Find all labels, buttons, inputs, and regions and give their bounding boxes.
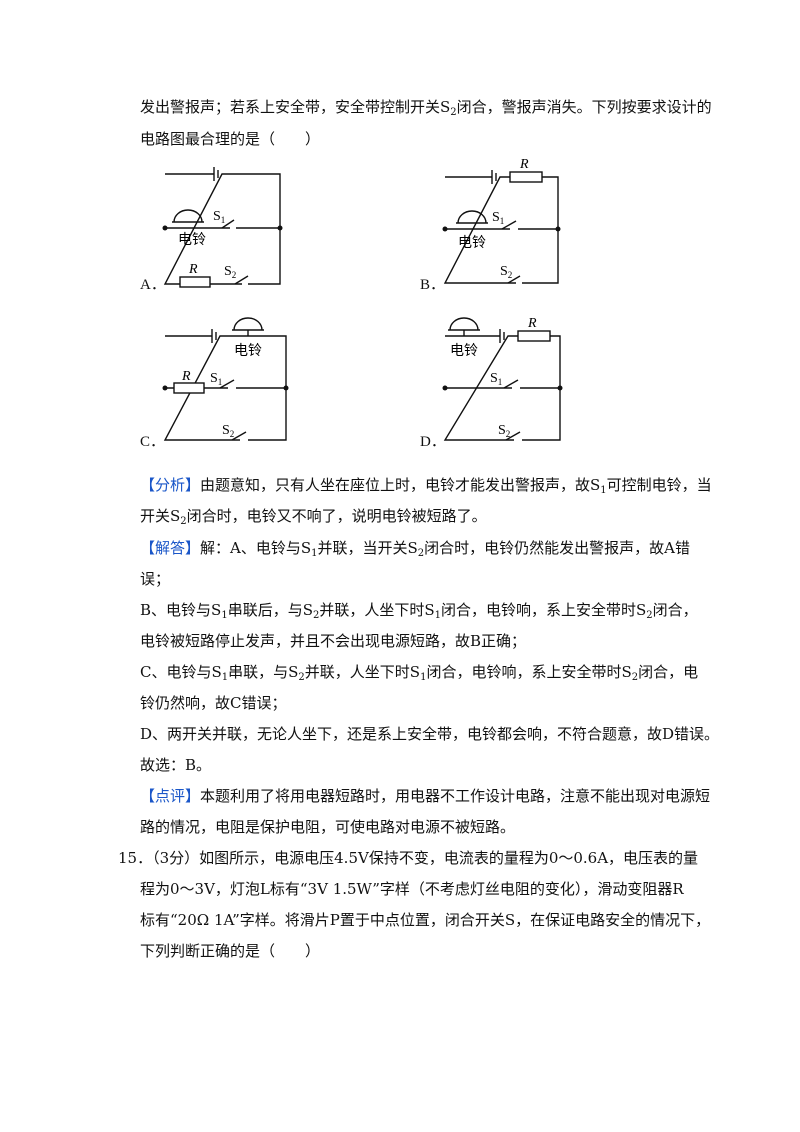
solution-c-line2: 铃仍然响，故C错误； xyxy=(140,694,287,712)
svg-text:R: R xyxy=(181,369,191,384)
svg-text:电铃: 电铃 xyxy=(234,343,262,359)
comment-tag: 【点评】 xyxy=(140,787,201,805)
solution-a-line2: 误； xyxy=(140,570,171,588)
circuit-diagram-a: 电铃 S1 R S2 xyxy=(162,167,283,288)
bell-label: 电铃 xyxy=(178,232,206,248)
svg-text:电铃: 电铃 xyxy=(458,235,486,251)
solution-d-line1: D、两开关并联，无论人坐下，还是系上安全带，电铃都会响，不符合题意，故D错误。 xyxy=(140,725,720,743)
switch-letter: S xyxy=(213,209,221,224)
solution-choice: 故选：B。 xyxy=(140,756,212,774)
svg-text:S1: S1 xyxy=(210,371,222,387)
svg-text:S2: S2 xyxy=(222,423,234,439)
svg-text:R: R xyxy=(519,157,529,172)
circuit-diagram-d: 电铃 R S1 S2 xyxy=(442,316,563,442)
q15-line1: 15．（3分）如图所示，电源电压4.5V保持不变，电流表的量程为0～0.6A，电… xyxy=(118,849,699,867)
option-b-label: B． xyxy=(420,277,446,293)
q14-line2: 电路图最合理的是（ ） xyxy=(140,130,321,148)
option-c-label: C． xyxy=(140,434,166,450)
solution-b-line1: B、电铃与S1串联后，与S2并联，人坐下时S1闭合，电铃响，系上安全带时S2闭合… xyxy=(140,601,698,621)
q14-line1: 发出警报声；若系上安全带，安全带控制开关S2闭合，警报声消失。下列按要求设计的 xyxy=(140,98,712,118)
svg-text:S2: S2 xyxy=(224,264,236,280)
svg-text:S2: S2 xyxy=(498,423,510,439)
circuit-diagram-b: R 电铃 S1 S2 xyxy=(442,157,561,285)
solution-b-line2: 电铃被短路停止发声，并且不会出现电源短路，故B正确； xyxy=(140,632,527,650)
analysis-line1: 【分析】由题意知，只有人坐在座位上时，电铃才能发出警报声，故S1可控制电铃，当 xyxy=(140,476,712,496)
svg-text:电铃: 电铃 xyxy=(450,343,478,359)
option-d-label: D． xyxy=(420,434,446,450)
solution-a-line1: 【解答】解：A、电铃与S1并联，当开关S2闭合时，电铃仍然能发出警报声，故A错 xyxy=(140,539,690,559)
svg-text:R: R xyxy=(527,316,537,331)
analysis-line2: 开关S2闭合时，电铃又不响了，说明电铃被短路了。 xyxy=(140,507,487,527)
resistor-label: R xyxy=(188,262,198,277)
analysis-tag: 【分析】 xyxy=(140,476,201,494)
option-a-label: A． xyxy=(140,277,166,293)
svg-text:S2: S2 xyxy=(500,264,512,280)
circuit-diagram-c: 电铃 R S1 S2 xyxy=(162,317,289,442)
q15-line4: 下列判断正确的是（ ） xyxy=(140,942,321,960)
svg-text:S1: S1 xyxy=(213,209,225,225)
comment-line2: 路的情况，电阻是保护电阻，可使电路对电源不被短路。 xyxy=(140,818,516,836)
solution-tag: 【解答】 xyxy=(140,539,201,557)
comment-line1: 【点评】本题利用了将用电器短路时，用电器不工作设计电路，注意不能出现对电源短 xyxy=(140,787,711,805)
q15-line3: 标有“20Ω 1A”字样。将滑片P置于中点位置，闭合开关S，在保证电路安全的情况… xyxy=(140,911,711,929)
solution-c-line1: C、电铃与S1串联，与S2并联，人坐下时S1闭合，电铃响，系上安全带时S2闭合，… xyxy=(140,663,699,683)
svg-text:S1: S1 xyxy=(492,210,504,226)
svg-text:S1: S1 xyxy=(490,371,502,387)
q15-line2: 程为0～3V，灯泡L标有“3V 1.5W”字样（不考虑灯丝电阻的变化），滑动变阻… xyxy=(140,880,684,898)
